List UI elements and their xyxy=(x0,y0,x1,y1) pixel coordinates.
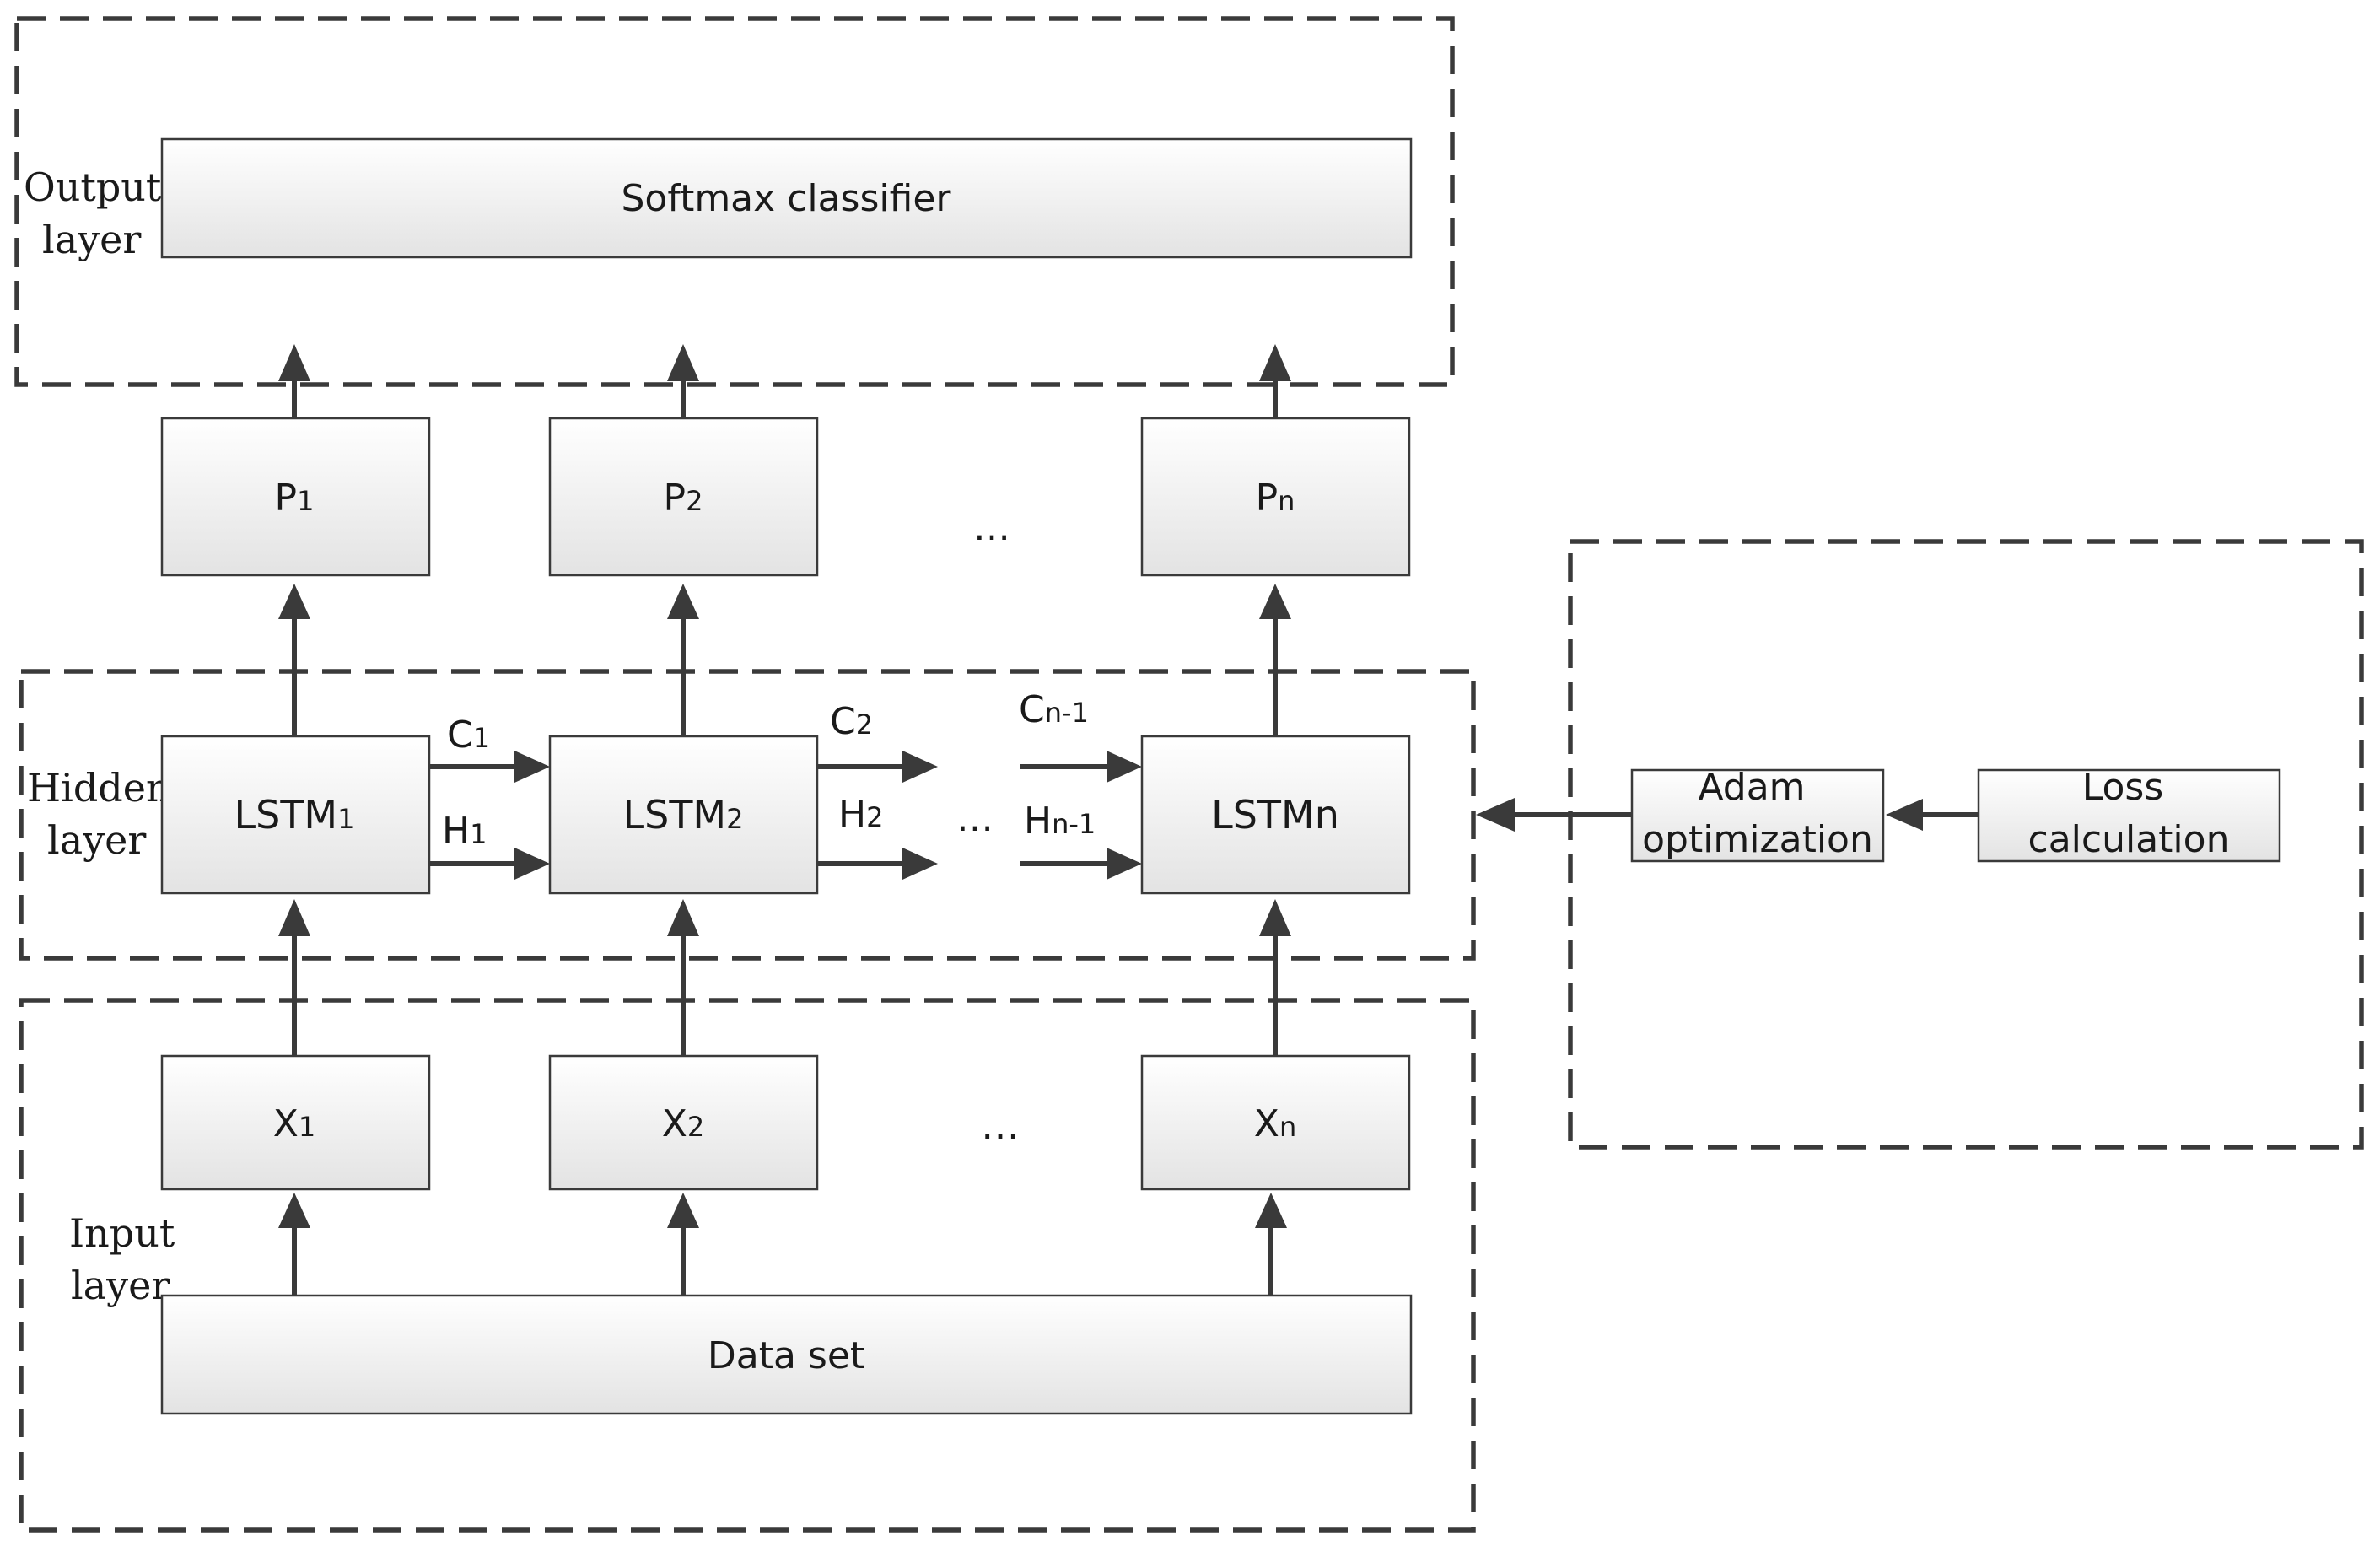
loss-calculation-box: Loss calculation xyxy=(1977,766,2281,863)
x-node-2: X2 xyxy=(548,1054,819,1191)
svg-text:LSTMn: LSTMn xyxy=(1211,792,1339,838)
output-layer-group xyxy=(14,16,1455,387)
softmax-classifier-label: Softmax classifier xyxy=(622,177,952,220)
p-node-2: P2 xyxy=(548,417,819,577)
p-node-n: Pn xyxy=(1140,417,1411,577)
svg-text:Xn: Xn xyxy=(1254,1102,1296,1145)
arrows-p-to-softmax xyxy=(278,344,1291,418)
dataset-label: Data set xyxy=(708,1334,864,1377)
arrows-lstm-to-p xyxy=(278,584,1291,736)
p-node-1: P1 xyxy=(160,417,431,577)
state-arrows xyxy=(429,751,1142,880)
adam-optimization-box: Adam optimization xyxy=(1630,766,1885,863)
svg-text:P1: P1 xyxy=(275,477,315,520)
state-label-h2: H2 xyxy=(838,793,883,836)
x-node-n: Xn xyxy=(1140,1054,1411,1191)
optimization-group xyxy=(1568,539,2364,1150)
svg-text:X1: X1 xyxy=(273,1102,316,1145)
input-layer-group xyxy=(19,998,1476,1533)
svg-text:LSTM2: LSTM2 xyxy=(623,792,744,838)
input-layer-label: Input layer xyxy=(69,1210,187,1308)
hidden-layer-label: Hidden layer xyxy=(27,765,183,863)
state-label-c2: C2 xyxy=(830,700,873,743)
lstm-ellipsis: … xyxy=(956,797,993,840)
softmax-classifier-box: Softmax classifier xyxy=(160,137,1413,259)
state-label-h1: H1 xyxy=(442,810,487,853)
x-node-1: X1 xyxy=(160,1054,431,1191)
svg-text:Loss calculation: Loss calculation xyxy=(2028,766,2230,861)
state-label-cn1: Cn-1 xyxy=(1019,688,1089,731)
svg-text:Pn: Pn xyxy=(1256,477,1295,520)
svg-text:LSTM1: LSTM1 xyxy=(234,792,355,838)
svg-text:Adam optimization: Adam optimization xyxy=(1642,766,1873,861)
lstm-node-1: LSTM1 xyxy=(160,735,431,895)
svg-text:P2: P2 xyxy=(664,477,703,520)
p-ellipsis: … xyxy=(973,506,1010,549)
x-ellipsis: … xyxy=(981,1102,1020,1148)
svg-text:X2: X2 xyxy=(662,1102,705,1145)
dataset-box: Data set xyxy=(160,1294,1413,1415)
optimization-arrows xyxy=(1476,798,1979,832)
arrows-x-to-lstm xyxy=(278,899,1291,1056)
hidden-layer-group xyxy=(19,669,1476,961)
output-layer-label: Output layer xyxy=(24,164,174,262)
arrows-dataset-to-x xyxy=(278,1193,1287,1296)
state-label-hn1: Hn-1 xyxy=(1024,800,1096,843)
lstm-node-n: LSTMn xyxy=(1140,735,1411,895)
state-label-c1: C1 xyxy=(447,714,490,757)
lstm-node-2: LSTM2 xyxy=(548,735,819,895)
